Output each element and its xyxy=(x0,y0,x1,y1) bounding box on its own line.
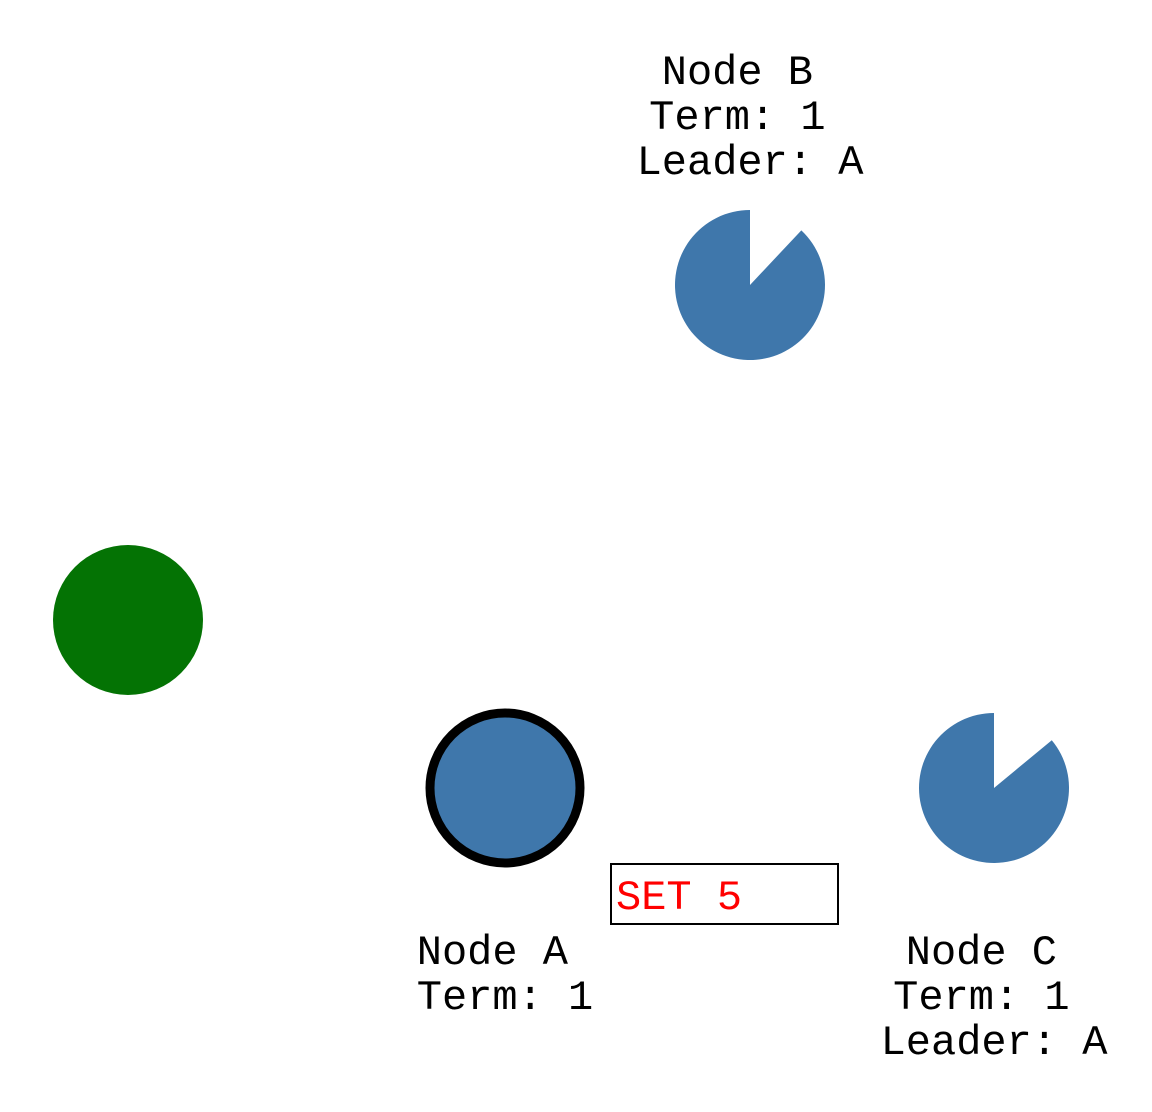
message-text: SET 5 xyxy=(616,874,742,922)
message-packet[interactable]: SET 5 xyxy=(610,863,839,925)
client-node[interactable] xyxy=(53,545,203,695)
node-b-timer-circle xyxy=(674,210,825,360)
node-b-label: Node B Term: 1 Leader: A xyxy=(637,49,865,187)
node-c-label: Node C Term: 1 Leader: A xyxy=(881,929,1109,1067)
node-b-leader: Leader: A xyxy=(637,139,865,187)
node-a[interactable]: Node A Term: 1 xyxy=(417,708,593,1022)
node-b[interactable]: Node B Term: 1 Leader: A xyxy=(637,49,865,360)
node-a-label: Node A Term: 1 xyxy=(417,929,593,1022)
node-c-term: Term: 1 xyxy=(893,974,1069,1022)
node-a-term: Term: 1 xyxy=(417,974,593,1022)
node-a-name: Node A xyxy=(417,929,569,977)
message-box xyxy=(610,863,839,925)
node-a-leader-circle xyxy=(425,708,585,868)
node-c-timer-circle xyxy=(919,713,1070,864)
node-c-leader: Leader: A xyxy=(881,1019,1109,1067)
node-b-name: Node B xyxy=(662,49,813,97)
node-c[interactable]: Node C Term: 1 Leader: A xyxy=(881,713,1109,1067)
node-b-term: Term: 1 xyxy=(649,94,825,142)
node-c-name: Node C xyxy=(906,929,1057,977)
